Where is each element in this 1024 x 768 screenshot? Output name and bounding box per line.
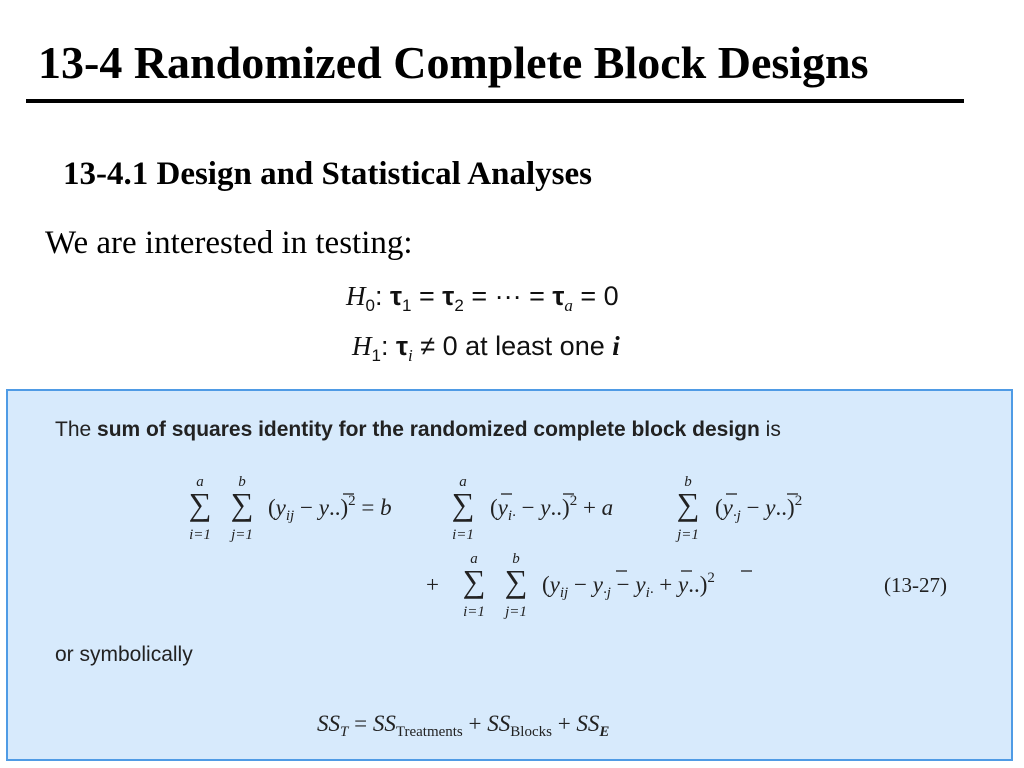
sum-lower-j: j=1 (503, 604, 527, 620)
sum-lower-i: i=1 (463, 604, 485, 620)
sigma-icon: ∑ (505, 563, 528, 599)
alt-hypothesis-tail: at least one (465, 331, 605, 361)
sum-upper-a: a (470, 551, 478, 567)
alternative-hypothesis: H1: τi ≠ 0 at least one i (352, 331, 620, 365)
term-error: (yij − y·j − yi· + y..)2 (542, 570, 715, 601)
sum-lower-j: j=1 (229, 527, 253, 543)
title-underline (26, 99, 964, 103)
term-total: (yij − y..)2 = b (268, 493, 392, 524)
sum-lower-j: j=1 (675, 527, 699, 543)
null-hypothesis: H0: τ1 = τ2 = ··· = τa = 0 (346, 281, 619, 315)
sum-lower-i: i=1 (452, 527, 474, 543)
plus-sign: + (426, 572, 439, 597)
formula-line-2: + a ∑ i=1 b ∑ j=1 (yij − y·j − yi· + y..… (426, 551, 752, 620)
sigma-icon: ∑ (231, 486, 254, 522)
sigma-icon: ∑ (189, 486, 212, 522)
equation-number: (13-27) (884, 573, 947, 597)
slide-title: 13-4 Randomized Complete Block Designs (38, 37, 869, 88)
sum-lower-i: i=1 (189, 527, 211, 543)
sigma-icon: ∑ (463, 563, 486, 599)
or-symbolically-text: or symbolically (55, 643, 193, 666)
ss-equation: SST = SSTreatments + SSBlocks + SSE (317, 711, 609, 740)
intro-text: We are interested in testing: (45, 225, 413, 261)
box-intro-bold: sum of squares identity for the randomiz… (97, 418, 760, 441)
sum-upper-a: a (459, 474, 467, 490)
sum-upper-b: b (684, 474, 692, 490)
term-treatments: (yi· − y..)2 + a (490, 493, 613, 524)
box-intro-suffix: is (765, 418, 781, 441)
section-subtitle: 13-4.1 Design and Statistical Analyses (63, 156, 592, 192)
symbolic-formula: SST = SSTreatments + SSBlocks + SSE (317, 711, 609, 740)
sum-upper-b: b (512, 551, 520, 567)
term-blocks: (y·j − y..)2 (715, 493, 802, 524)
box-intro-prefix: The (55, 418, 92, 441)
sum-upper-b: b (238, 474, 246, 490)
sigma-icon: ∑ (677, 486, 700, 522)
sigma-icon: ∑ (452, 486, 475, 522)
box-intro-text: The sum of squares identity for the rand… (55, 418, 781, 442)
definition-box (6, 389, 1013, 761)
formula-line-1: a ∑ i=1 b ∑ j=1 (yij − y..)2 = b a ∑ i=1… (189, 474, 803, 543)
sum-upper-a: a (196, 474, 204, 490)
